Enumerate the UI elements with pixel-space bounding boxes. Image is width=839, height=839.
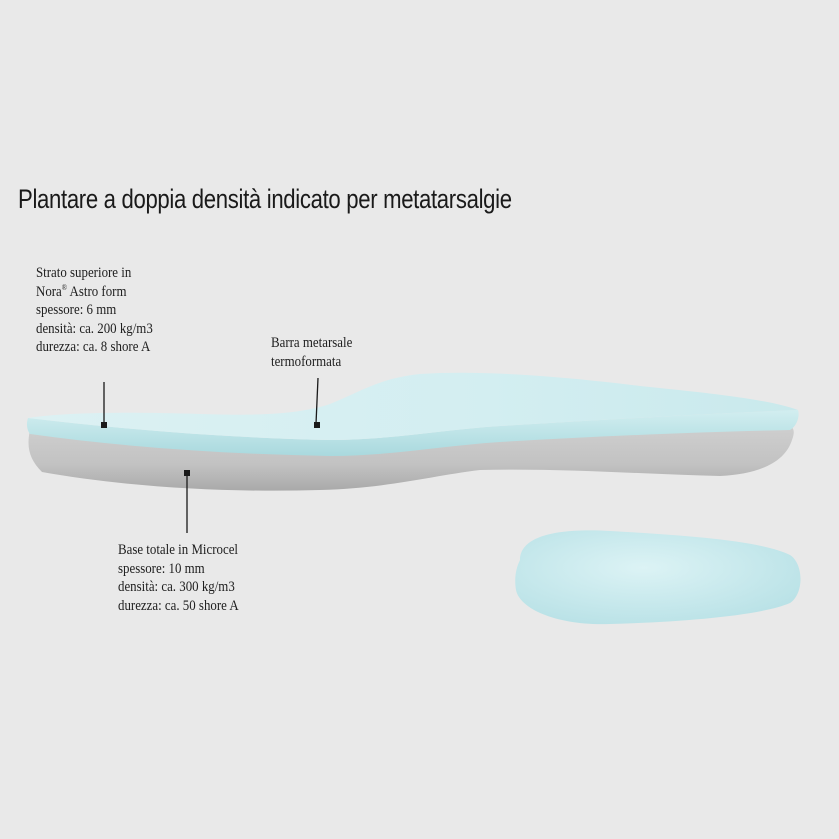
base-layer-label: Base totale in Microcel spessore: 10 mm … [118,541,239,615]
base-layer-thickness: spessore: 10 mm [118,560,205,577]
metatarsal-bar-label: Barra metarsale termoformata [271,334,352,371]
top-surface-shape [28,372,798,440]
top-layer-edge-shape [26,410,799,456]
base-layer-line1: Base totale in Microcel [118,542,239,558]
metatarsal-bar-line1: Barra metarsale [271,335,353,351]
insole-top-view-shape [515,530,801,625]
metatarsal-bar-line2: termoformata [271,353,342,370]
top-layer-label: Strato superiore in Nora® Astro form spe… [36,264,153,357]
top-layer-thickness: spessore: 6 mm [36,302,117,318]
top-layer-hardness: durezza: ca. 8 shore A [36,339,151,355]
base-layer-hardness: durezza: ca. 50 shore A [118,597,239,614]
page-title: Plantare a doppia densità indicato per m… [18,184,512,214]
top-layer-line2: Nora® Astro form [36,282,127,300]
top-layer-line1: Strato superiore in [36,265,132,281]
registered-mark: ® [61,282,68,292]
top-layer-density: densità: ca. 200 kg/m3 [36,320,153,337]
leader-lines [101,377,320,533]
base-layer-shape [28,426,794,491]
base-layer-density: densità: ca. 300 kg/m3 [118,579,235,595]
